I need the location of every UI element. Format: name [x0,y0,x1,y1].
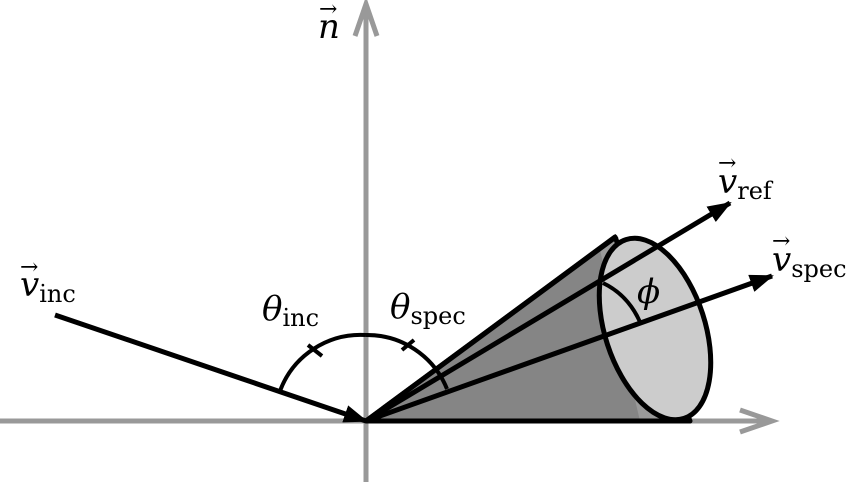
normal-label-arrow: → [319,0,337,22]
theta-spec-label: θspec [390,287,466,330]
cone-top-edge [364,233,619,424]
theta-inc-arc [278,332,367,392]
normal-label: n [318,7,340,47]
labels: n → vinc → vref → vspec → θinc θspec ϕ [20,0,847,332]
v-ref-label-arrow: → [718,151,736,176]
cone-base-ellipse [596,235,714,423]
v-inc-label-arrow: → [20,255,38,280]
theta-inc-label: θinc [262,289,319,332]
phi-angle-arc [602,281,642,323]
v-spec-vector [365,273,774,424]
vertical-axis-arrowhead [352,0,380,37]
v-ref-label: vref [718,162,774,205]
theta-spec-tick [400,338,416,352]
v-inc-vector [54,312,368,424]
v-ref-vector [364,200,732,424]
phi-label: ϕ [637,272,660,312]
v-inc-label: vinc [20,265,76,308]
vectors [54,200,774,424]
v-spec-label: vspec [772,240,847,283]
horizontal-axis-arrowhead [739,407,780,435]
v-spec-label-arrow: → [772,229,790,254]
theta-inc-tick [306,343,324,358]
